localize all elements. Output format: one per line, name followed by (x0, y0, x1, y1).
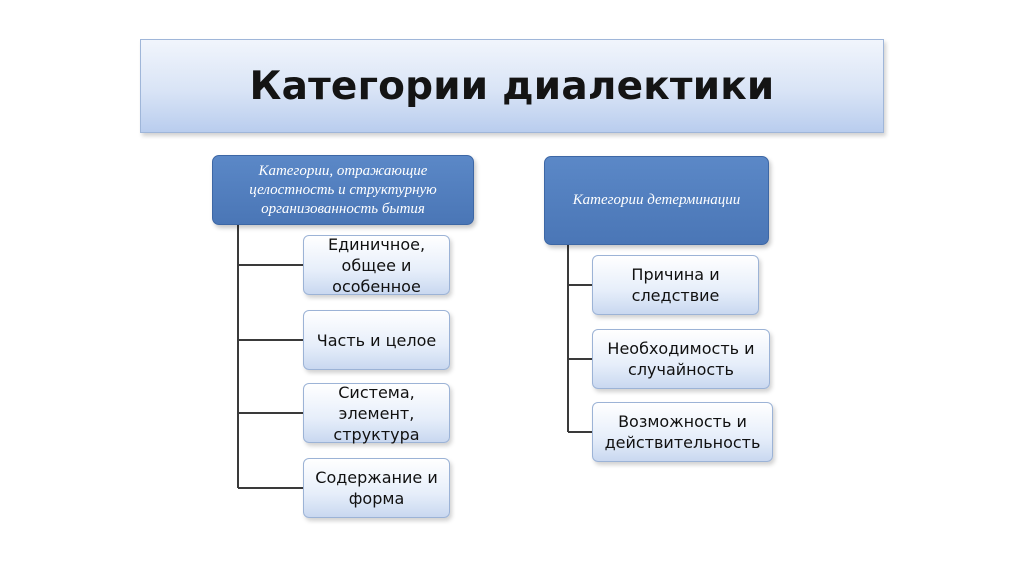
right-item-3-text: Возможность и действительность (604, 412, 761, 452)
right-category-header: Категории детерминации (544, 156, 769, 245)
right-header-text: Категории детерминации (572, 192, 741, 208)
left-item-1-text: Единичное, общее и особенное (327, 234, 426, 296)
left-item-3: Система, элемент, структура (303, 382, 450, 444)
left-item-3-text: Система, элемент, структура (333, 382, 420, 444)
left-header-text: Категории, отражающие целостность и стру… (249, 162, 437, 217)
left-category-header: Категории, отражающие целостность и стру… (212, 155, 474, 225)
right-item-3: Возможность и действительность (592, 402, 773, 462)
right-item-1: Причина и следствие (592, 255, 759, 315)
title-box: Категории диалектики (140, 39, 884, 133)
diagram-title: Категории диалектики (249, 63, 775, 109)
left-item-4: Содержание и форма (303, 458, 450, 518)
left-item-2-text: Часть и целое (316, 330, 437, 350)
right-item-2-text: Необходимость и случайность (607, 339, 755, 379)
right-item-2: Необходимость и случайность (592, 329, 770, 389)
left-item-4-text: Содержание и форма (315, 468, 438, 508)
left-item-2: Часть и целое (303, 310, 450, 370)
left-item-1: Единичное, общее и особенное (303, 234, 450, 296)
right-item-1-text: Причина и следствие (631, 265, 720, 305)
